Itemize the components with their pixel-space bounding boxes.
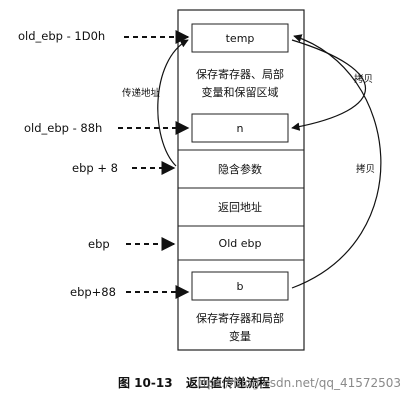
label-old-ebp-88h: old_ebp - 88h [24, 121, 102, 135]
b-cell: b [191, 271, 289, 301]
copy-bottom-label: 拷贝 [356, 163, 375, 175]
n-label: n [237, 122, 244, 135]
copy-curve-bottom [291, 34, 382, 289]
label-ebp-plus-88: ebp+88 [70, 285, 116, 299]
pass-address-label: 传递地址 [122, 87, 161, 99]
pass-address-curve [157, 39, 189, 167]
save-area-line2: 变量和保留区域 [202, 85, 279, 99]
temp-cell: temp [191, 23, 289, 53]
copy-top-label: 拷贝 [354, 73, 373, 85]
save-area-line1: 保存寄存器、局部 [196, 67, 284, 81]
copy-curve-top [291, 39, 367, 131]
label-ebp: ebp [88, 237, 110, 251]
hidden-param-label: 隐含参数 [218, 162, 262, 176]
label-ebp-plus-8: ebp + 8 [72, 161, 118, 175]
old-ebp-label: Old ebp [219, 237, 262, 250]
b-label: b [237, 280, 244, 293]
figure-title: 返回值传递流程 [186, 375, 270, 390]
stack-frame [177, 9, 305, 351]
watermark: ttps://blog.csdn.net/qq_41572503 [198, 376, 401, 390]
bottom-save-line1: 保存寄存器和局部 [196, 311, 284, 325]
temp-label: temp [226, 32, 255, 45]
pointer-arrows [118, 30, 190, 299]
label-old-ebp-1d0h: old_ebp - 1D0h [18, 29, 105, 43]
n-cell: n [191, 113, 289, 143]
bottom-save-line2: 变量 [229, 329, 251, 343]
return-addr-label: 返回地址 [218, 200, 262, 214]
figure-number: 图 10-13 [118, 376, 173, 390]
